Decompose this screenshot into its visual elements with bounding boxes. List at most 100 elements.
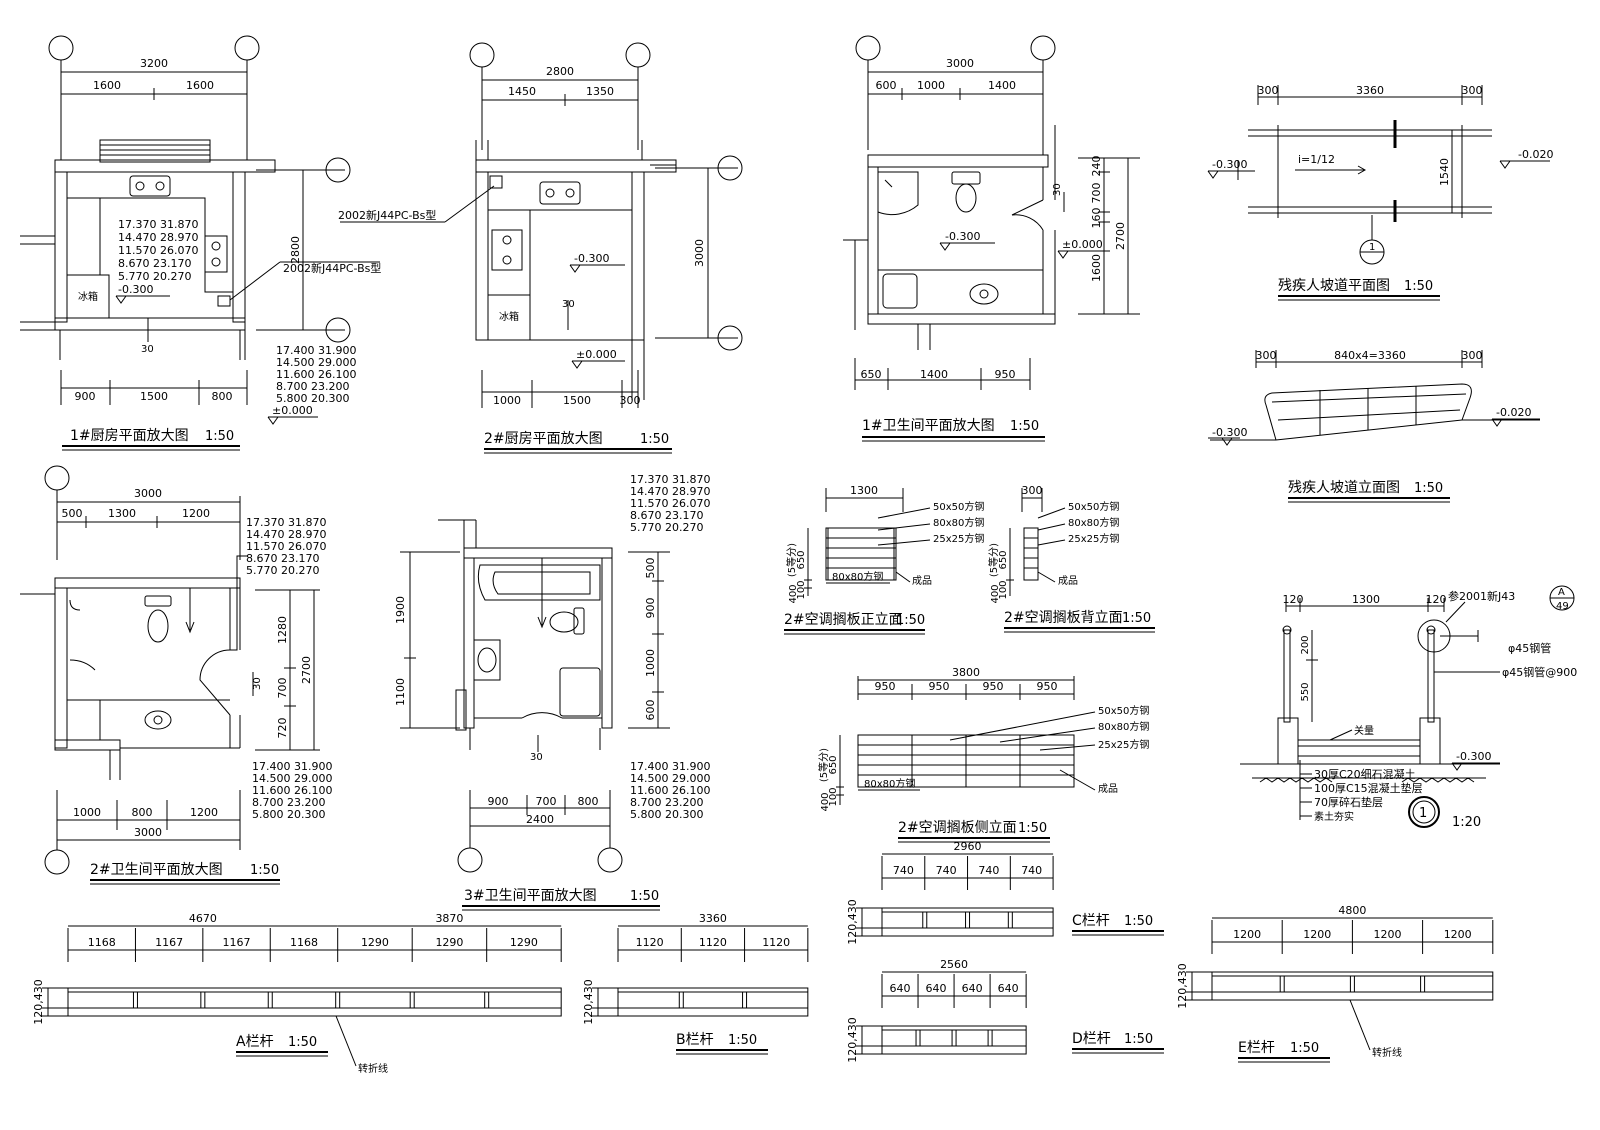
dim-text: 500 <box>644 558 657 579</box>
layer-note: 素土夯实 <box>1314 810 1354 823</box>
bay-dim-text: 640 <box>890 982 911 995</box>
elevation-text: 17.370 31.870 <box>630 473 710 486</box>
bay-dim-text: 1290 <box>510 936 538 949</box>
elevation-text: 11.570 26.070 <box>630 497 710 510</box>
drawing-scale: 1:50 <box>1414 481 1443 496</box>
elevation-text: 5.770 20.270 <box>630 521 703 534</box>
axis-bubble <box>469 42 495 68</box>
drawing-scale: 1:20 <box>1452 815 1481 830</box>
railing-frame <box>1211 971 1494 1001</box>
dim-text: 1200 <box>190 806 218 819</box>
dim-text: 300 <box>1258 84 1279 97</box>
bath3-plan: 30 1900 1100 500 900 1000 600 17.370 31.… <box>394 473 710 911</box>
elevation-text: 11.600 26.100 <box>252 784 332 797</box>
ac-front-elevation: 1300 650 (5等分) 100 400 50x50方钢 80x80方钢 2… <box>784 484 984 635</box>
dim-text: 1100 <box>394 678 407 706</box>
dim-text: 950 <box>983 680 1004 693</box>
dim-text: 2700 <box>1114 222 1127 250</box>
dim-text: 1540 <box>1438 158 1451 186</box>
elevation-text: 11.600 26.100 <box>276 368 356 381</box>
level-text: -0.020 <box>1496 406 1531 419</box>
dim-text: 600 <box>876 79 897 92</box>
dim-text: 1600 <box>93 79 121 92</box>
dim-text: (5等分) <box>785 543 798 577</box>
reference-text: 49 <box>1556 601 1569 612</box>
dim-text: 1900 <box>394 596 407 624</box>
drawing-title: A栏杆 <box>236 1034 274 1050</box>
section-number: 1 <box>1369 242 1375 253</box>
bay-dim-text: 740 <box>1021 864 1042 877</box>
dim-text: 300 <box>1022 484 1043 497</box>
material-note: 80x80方钢 <box>933 516 984 529</box>
fridge-label: 冰箱 <box>499 310 519 323</box>
axis-bubble <box>234 35 260 61</box>
total-dim-text: 4800 <box>1338 904 1366 917</box>
leader-line <box>335 1015 357 1067</box>
dim-text: 3360 <box>1356 84 1384 97</box>
level-text: -0.300 <box>574 252 609 265</box>
dim-text: 1300 <box>108 507 136 520</box>
material-note: 50x50方钢 <box>1098 704 1149 717</box>
total-dim-text: 2960 <box>954 840 982 853</box>
drawing-title: D栏杆 <box>1072 1031 1111 1047</box>
axis-bubble <box>625 42 651 68</box>
elevation-text: 8.670 23.170 <box>246 552 319 565</box>
bay-dim-text: 1200 <box>1233 928 1261 941</box>
dim-text: 650 <box>828 755 839 774</box>
axis-bubble <box>44 849 70 875</box>
drawing-scale: 1:50 <box>1124 914 1153 929</box>
elevation-text: 17.400 31.900 <box>276 344 356 357</box>
elevation-text: 17.370 31.870 <box>118 218 198 231</box>
slope-text: 30 <box>141 344 154 355</box>
drawing-scale: 1:50 <box>1404 279 1433 294</box>
edge-note: 关量 <box>1354 724 1374 737</box>
dim-text: 650 <box>861 368 882 381</box>
layer-note: 100厚C15混凝土垫层 <box>1314 781 1423 795</box>
bath2-plan: 3000 500 1300 1200 30 17.370 31.870 14.4… <box>20 465 332 885</box>
bay-dim-text: 1168 <box>290 936 318 949</box>
bay-dim-text: 1167 <box>223 936 251 949</box>
bay-dim-text: 640 <box>926 982 947 995</box>
window-note: 2002新J44PC-Bs型 <box>338 208 436 222</box>
height-dim-text: 120,430 <box>582 979 595 1025</box>
drawing-scale: 1:50 <box>1290 1041 1319 1056</box>
level-text: ±0.000 <box>576 348 617 361</box>
axis-bubble <box>44 465 70 491</box>
axis-bubble <box>597 847 623 873</box>
dim-text: 500 <box>62 507 83 520</box>
elevation-text: 11.600 26.100 <box>630 784 710 797</box>
level-text: -0.300 <box>1212 426 1247 439</box>
railing-frame <box>617 987 809 1017</box>
level-text: -0.300 <box>945 230 980 243</box>
dim-text: 1000 <box>73 806 101 819</box>
drawing-scale: 1:50 <box>1122 611 1151 626</box>
elevation-text: 17.400 31.900 <box>630 760 710 773</box>
dim-text: 1300 <box>850 484 878 497</box>
break-note: 转折线 <box>358 1062 388 1075</box>
ramp-section-detail: 120 1300 120 参2001新J43 A 49 φ45钢管 φ45钢管@… <box>1240 585 1577 830</box>
level-text: ±0.000 <box>1062 238 1103 251</box>
dim-text: 650 <box>998 550 1009 569</box>
kitchen1-plan: 3200 1600 1600 冰箱 17.370 31.870 14.470 2… <box>20 35 381 451</box>
elevation-text: 8.700 23.200 <box>630 796 703 809</box>
dim-text: 2700 <box>300 656 313 684</box>
elevation-text: 14.500 29.000 <box>276 356 356 369</box>
dim-text: 700 <box>276 678 289 699</box>
dim-text: 3000 <box>693 239 706 267</box>
break-note: 转折线 <box>1372 1046 1402 1059</box>
dim-text: 700 <box>1090 183 1103 204</box>
dim-text: 550 <box>1300 682 1311 701</box>
drawing-scale: 1:50 <box>728 1033 757 1048</box>
dim-text: 3000 <box>134 487 162 500</box>
level-text: -0.300 <box>1212 158 1247 171</box>
elevation-text: 17.370 31.870 <box>246 516 326 529</box>
axis-bubble <box>855 35 881 61</box>
elevation-text: 5.800 20.300 <box>252 808 325 821</box>
dim-text: 800 <box>132 806 153 819</box>
drawing-scale: 1:50 <box>205 429 234 444</box>
drawing-title: 2#卫生间平面放大图 <box>90 862 223 878</box>
drawing-title: 3#卫生间平面放大图 <box>464 888 597 904</box>
dim-text: 950 <box>1037 680 1058 693</box>
dim-text: 300 <box>1256 349 1277 362</box>
slope-text: 30 <box>562 299 575 310</box>
